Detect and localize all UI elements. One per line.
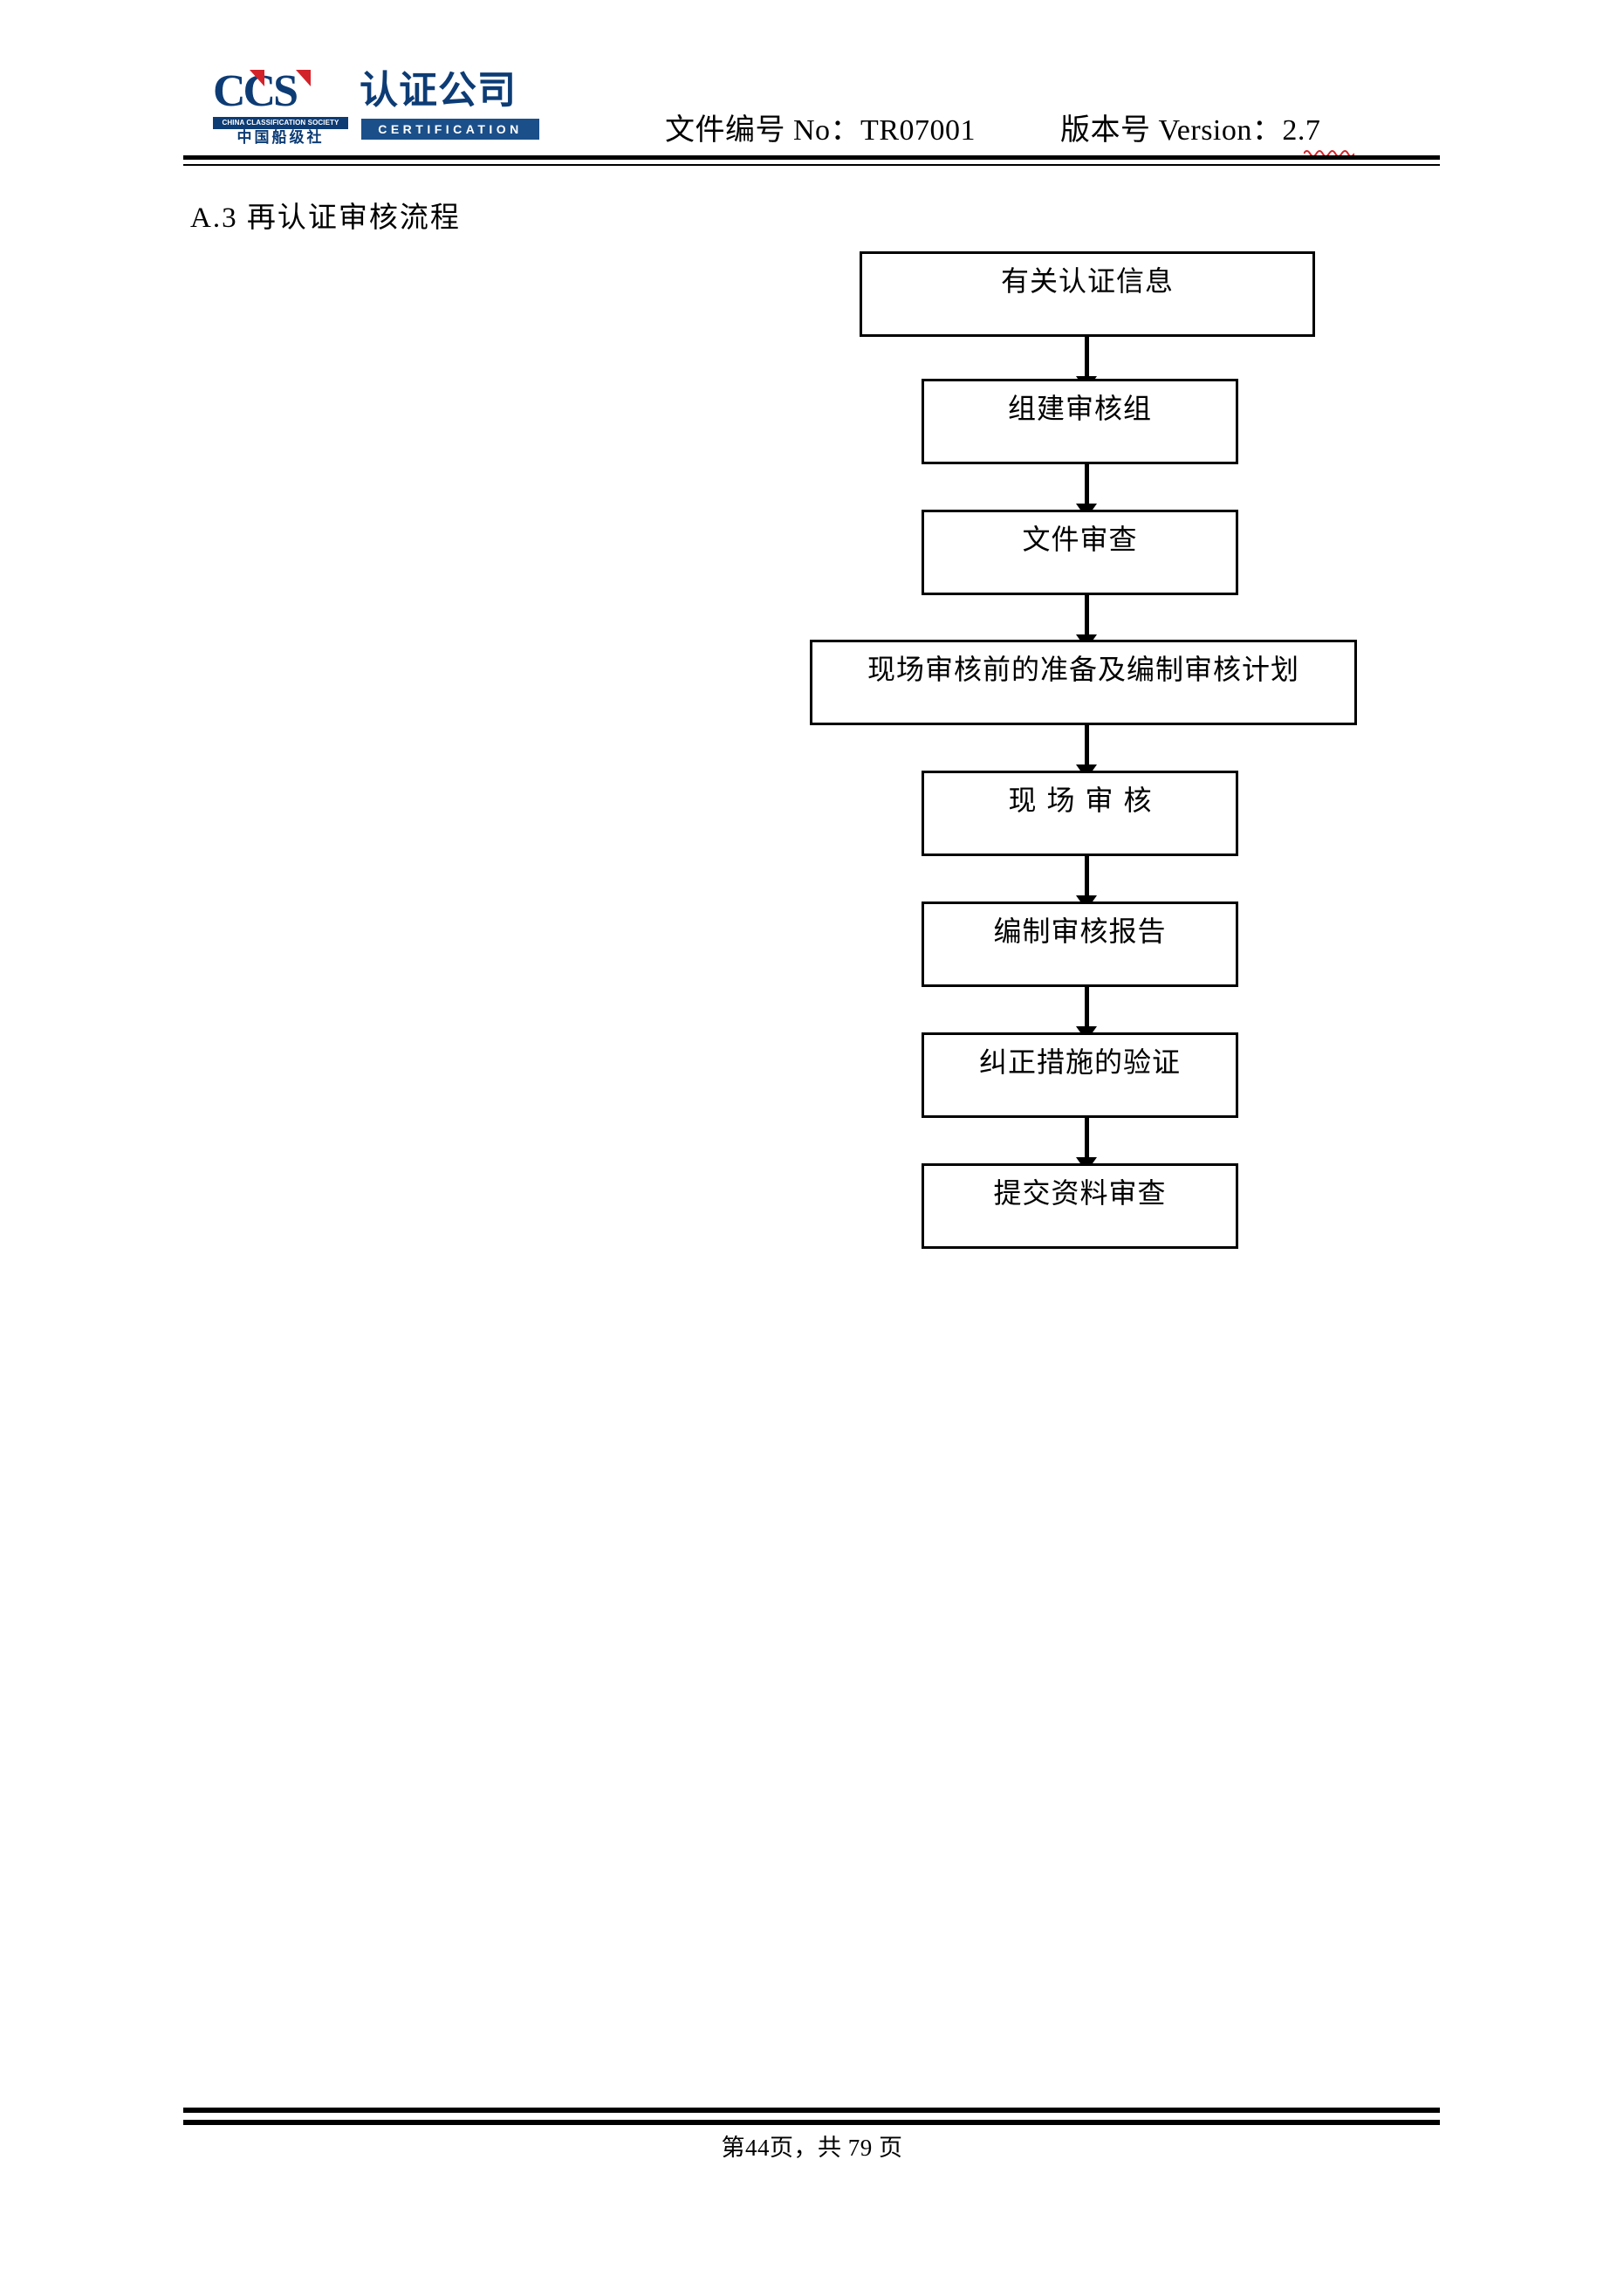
page-number: 第44页，共 79 页 <box>721 2135 903 2161</box>
flow-node-n4: 现场审核前的准备及编制审核计划 <box>810 640 1357 725</box>
certification-badge: CERTIFICATION <box>361 119 539 140</box>
flow-node-n5: 现场审核 <box>922 771 1238 856</box>
page-title: A.3 再认证审核流程 <box>190 202 461 234</box>
header-rule-thin <box>183 164 1440 166</box>
flow-node-label: 现场审核 <box>1008 785 1162 816</box>
flow-node-label: 现场审核前的准备及编制审核计划 <box>867 654 1299 685</box>
flow-node-label: 有关认证信息 <box>1000 265 1174 297</box>
ccs-logo: CCS CHINA CLASSIFICATION SOCIETY 中国船级社 认… <box>213 66 543 147</box>
company-name-cn: 认证公司 <box>360 68 517 113</box>
flow-node-n2: 组建审核组 <box>922 379 1238 464</box>
flow-node-n1: 有关认证信息 <box>860 251 1315 337</box>
ccs-logo-text-block: 认证公司 CERTIFICATION <box>360 68 543 147</box>
flow-node-label: 纠正措施的验证 <box>978 1046 1181 1078</box>
flowchart: 有关认证信息 组建审核组 文件审查 现场审核前的准备及编制审核计划 <box>810 251 1357 1249</box>
header-rule-thick <box>183 155 1440 160</box>
flow-node-n7: 纠正措施的验证 <box>922 1032 1238 1118</box>
footer-rule-top <box>183 2108 1440 2113</box>
flow-node-n6: 编制审核报告 <box>922 901 1238 987</box>
page-header: CCS CHINA CLASSIFICATION SOCIETY 中国船级社 认… <box>0 0 1624 175</box>
document-number: 文件编号 No：TR07001 <box>665 114 976 147</box>
flow-node-label: 提交资料审查 <box>993 1177 1167 1209</box>
society-name-cn: 中国船级社 <box>236 129 325 147</box>
document-version: 版本号 Version：2.7 <box>1060 114 1321 147</box>
flow-node-label: 编制审核报告 <box>993 915 1167 947</box>
footer-rule-bottom <box>183 2120 1440 2125</box>
flow-node-n3: 文件审查 <box>922 510 1238 595</box>
society-banner: CHINA CLASSIFICATION SOCIETY <box>213 117 348 129</box>
ccs-logo-mark: CCS CHINA CLASSIFICATION SOCIETY 中国船级社 <box>213 66 353 147</box>
flow-node-n8: 提交资料审查 <box>922 1163 1238 1249</box>
flow-node-label: 文件审查 <box>1022 524 1138 555</box>
flow-node-label: 组建审核组 <box>1007 393 1152 424</box>
